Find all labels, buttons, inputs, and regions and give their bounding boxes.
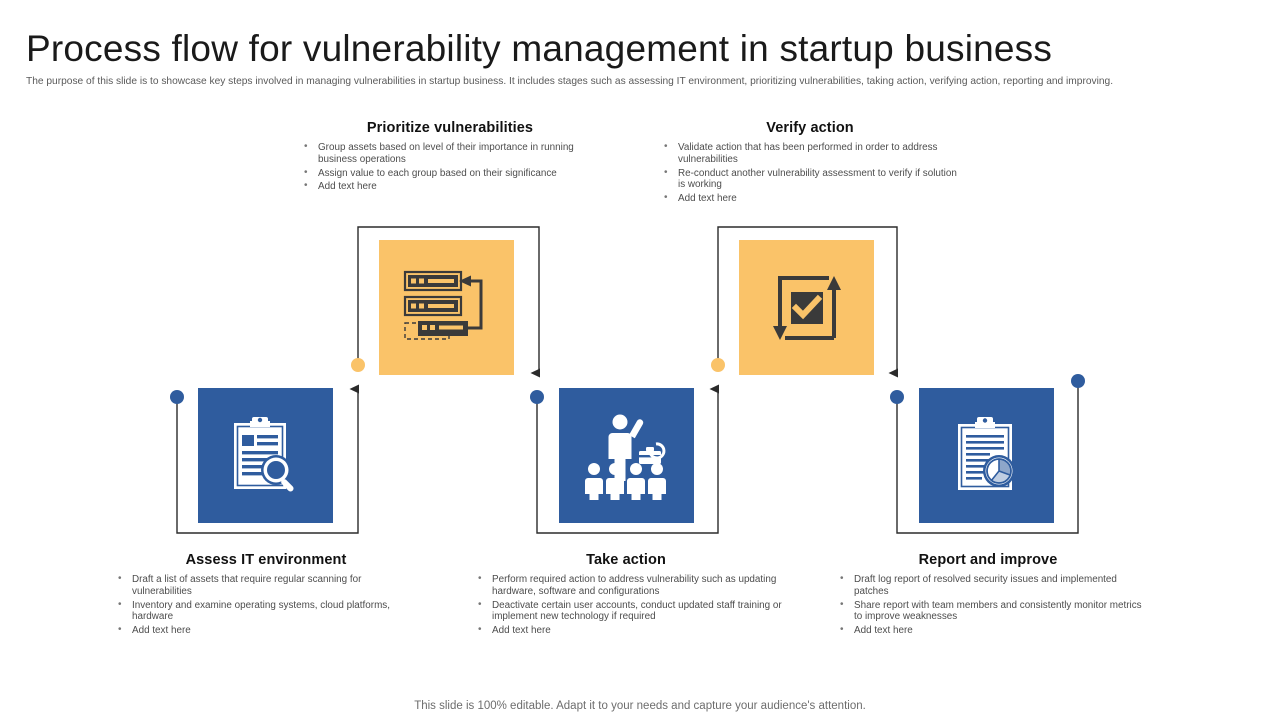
clipboard-magnifier-icon <box>233 416 294 492</box>
list-item: Deactivate certain user accounts, conduc… <box>470 599 782 624</box>
step-heading: Take action <box>586 552 666 568</box>
node-dot-orange <box>351 358 365 372</box>
node-dot-blue <box>890 390 904 404</box>
node-dot-blue <box>530 390 544 404</box>
list-item: Re-conduct another vulnerability assessm… <box>656 167 964 192</box>
step-tile-take-action[interactable] <box>559 388 694 523</box>
step-text-prioritize-vulnerabilities: Prioritize vulnerabilities Group assets … <box>296 120 604 195</box>
list-item: Assign value to each group based on thei… <box>296 167 604 180</box>
step-tile-prioritize-vulnerabilities[interactable] <box>379 240 514 375</box>
server-stack-icon <box>403 270 482 340</box>
step-heading: Assess IT environment <box>185 552 347 568</box>
list-item: Draft a list of assets that require regu… <box>110 573 422 598</box>
step-heading: Prioritize vulnerabilities <box>366 120 534 136</box>
checkbox-cycle-icon <box>772 275 841 340</box>
step-bullet-list: Perform required action to address vulne… <box>470 573 782 637</box>
list-item: Add text here <box>296 180 604 193</box>
slide-description: The purpose of this slide is to showcase… <box>26 76 1114 87</box>
list-item: Validate action that has been performed … <box>656 141 964 166</box>
list-item: Perform required action to address vulne… <box>470 573 782 598</box>
step-heading: Verify action <box>766 120 854 136</box>
node-dot-blue <box>170 390 184 404</box>
step-bullet-list: Validate action that has been performed … <box>656 141 964 205</box>
page-title: Process flow for vulnerability managemen… <box>26 28 1053 69</box>
step-heading: Report and improve <box>918 552 1058 568</box>
team-presentation-icon <box>584 414 666 500</box>
slide-footer-note: This slide is 100% editable. Adapt it to… <box>414 700 866 712</box>
list-item: Add text here <box>832 624 1144 637</box>
step-text-verify-action: Verify action Validate action that has b… <box>656 120 964 207</box>
node-dot-orange <box>711 358 725 372</box>
list-item: Inventory and examine operating systems,… <box>110 599 422 624</box>
step-tile-report-and-improve[interactable] <box>919 388 1054 523</box>
list-item: Add text here <box>656 192 964 205</box>
step-bullet-list: Draft log report of resolved security is… <box>832 573 1144 637</box>
list-item: Draft log report of resolved security is… <box>832 573 1144 598</box>
step-tile-assess-it-environment[interactable] <box>198 388 333 523</box>
list-item: Share report with team members and consi… <box>832 599 1144 624</box>
step-bullet-list: Draft a list of assets that require regu… <box>110 573 422 637</box>
step-tile-verify-action[interactable] <box>739 240 874 375</box>
list-item: Add text here <box>110 624 422 637</box>
step-text-take-action: Take action Perform required action to a… <box>470 552 782 639</box>
list-item: Group assets based on level of their imp… <box>296 141 604 166</box>
node-dot-blue <box>1071 374 1085 388</box>
step-text-assess-it-environment: Assess IT environment Draft a list of as… <box>110 552 422 639</box>
step-text-report-and-improve: Report and improve Draft log report of r… <box>832 552 1144 639</box>
step-bullet-list: Group assets based on level of their imp… <box>296 141 604 193</box>
clipboard-chart-icon <box>957 416 1015 490</box>
list-item: Add text here <box>470 624 782 637</box>
